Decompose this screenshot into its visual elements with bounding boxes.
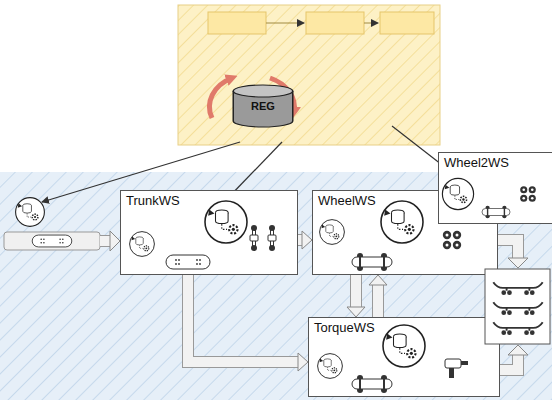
workstation-box: TorqueWS <box>308 317 500 397</box>
control-region <box>178 5 440 145</box>
input-conveyor <box>4 232 100 250</box>
workstation-box: Wheel2WS <box>438 152 552 224</box>
database-label: REG <box>232 84 294 112</box>
pipeline-boxes <box>208 12 434 34</box>
flow-arrow <box>369 275 387 317</box>
flow-arrow <box>347 275 365 317</box>
flow-arrow <box>188 275 308 371</box>
input-deck <box>32 235 72 247</box>
wheel2-station-icons <box>442 178 535 218</box>
output-stack <box>485 269 550 344</box>
trunk-station-icons <box>130 201 276 269</box>
flow-arrow <box>298 231 312 249</box>
wheel-station-icons <box>320 201 462 271</box>
pipeline-arrows <box>266 23 378 24</box>
registry-database: REG <box>232 84 294 128</box>
input-station-icon <box>16 198 45 227</box>
torque-station-icons <box>318 325 468 393</box>
workstation-box: TrunkWS <box>120 190 298 275</box>
station-title: TrunkWS <box>121 191 297 210</box>
station-title: Wheel2WS <box>439 153 552 172</box>
station-title: TorqueWS <box>309 318 499 337</box>
